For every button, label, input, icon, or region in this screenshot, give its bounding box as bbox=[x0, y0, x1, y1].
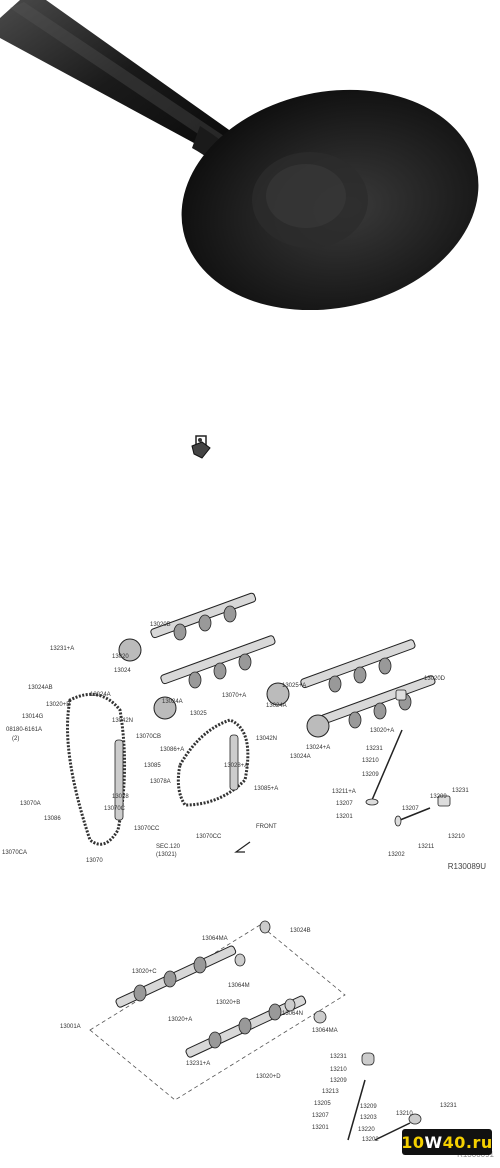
diagram2-label: 13209 bbox=[360, 1104, 377, 1110]
diagram2-label: 13020+C bbox=[132, 969, 157, 975]
diagram2-label: 13207 bbox=[312, 1113, 329, 1119]
diagram1-label: 13028+A bbox=[224, 763, 248, 769]
diagram2-label: 13020+D bbox=[256, 1074, 281, 1080]
diagram1-label: 13014G bbox=[22, 714, 44, 720]
diagram1-label: 13070 bbox=[86, 858, 103, 864]
logo-part-4: .ru bbox=[465, 1132, 493, 1152]
diagram2-label: 13231 bbox=[440, 1103, 457, 1109]
diagram2-labels: 13064MA 13024B 13020+C 13064M 13020+B 13001A 1… bbox=[60, 928, 457, 1143]
diagram1-label: 13078A bbox=[150, 779, 171, 785]
diagram1-label: (13021) bbox=[156, 852, 177, 858]
diagram2-label: 13020+A bbox=[168, 1017, 192, 1023]
diagram2-label: 13020+B bbox=[216, 1000, 240, 1006]
logo-part-2: W bbox=[424, 1132, 443, 1152]
diagram2-label: 13064N bbox=[282, 1011, 303, 1017]
diagram2-label: 13202 bbox=[362, 1137, 379, 1143]
diagram1-label: (2) bbox=[12, 736, 19, 742]
diagram1-label: 13231 bbox=[452, 788, 469, 794]
diagram2-label: 13001A bbox=[60, 1024, 81, 1030]
diagram2-label: 13209 bbox=[330, 1078, 347, 1084]
valve-photo bbox=[0, 0, 500, 311]
diagram1-label: 13070A bbox=[20, 801, 41, 807]
diagram1-label: 13070CC bbox=[196, 834, 222, 840]
diagram1-label: 13210 bbox=[448, 834, 465, 840]
diagram1-label: 08180-6161A bbox=[6, 727, 42, 733]
diagram1-label: 13042N bbox=[256, 736, 277, 742]
diagram1-label: 13070+A bbox=[222, 693, 246, 699]
camshaft-diagram: 13064MA 13024B 13020+C 13064M 13020+B 13001A 1… bbox=[0, 905, 500, 1163]
diagram1-label: SEC.120 bbox=[156, 844, 181, 850]
broken-image-icon bbox=[191, 435, 211, 459]
diagram2-label: 13210 bbox=[396, 1111, 413, 1117]
diagram1-label: 13020B bbox=[150, 622, 171, 628]
logo-part-1: 10 bbox=[401, 1132, 425, 1152]
diagram1-labels: 13020B 13020 13024 13231+A 13024AB 13024A 1301… bbox=[2, 622, 469, 864]
diagram2-label: 13210 bbox=[330, 1067, 347, 1073]
diagram1-label: 13025+A bbox=[282, 683, 306, 689]
timing-chain-diagram: 13020B 13020 13024 13231+A 13024AB 13024A 1301… bbox=[0, 590, 500, 890]
diagram1-label: 13086+A bbox=[160, 747, 184, 753]
diagram2-label: 13205 bbox=[314, 1101, 331, 1107]
diagram1-label: 13024A bbox=[290, 754, 311, 760]
diagram2-label: 13064MA bbox=[202, 936, 228, 942]
diagram2-label: 13064M bbox=[228, 983, 250, 989]
diagram1-label: 13070CC bbox=[134, 826, 160, 832]
diagram1-label: 13024+A bbox=[306, 745, 330, 751]
diagram1-label: 13024A bbox=[266, 703, 287, 709]
diagram1-label: 13211 bbox=[418, 844, 435, 850]
diagram2-label: 13064MA bbox=[312, 1028, 338, 1034]
diagram2-label: 13220 bbox=[358, 1127, 375, 1133]
diagram1-label: 13042N bbox=[112, 718, 133, 724]
diagram2-label: 13201 bbox=[312, 1125, 329, 1131]
diagram1-label: 13202 bbox=[388, 852, 405, 858]
diagram1-label: 13201 bbox=[336, 814, 353, 820]
diagram1-label: 13024AB bbox=[28, 685, 53, 691]
diagram1-label: 13207 bbox=[336, 801, 353, 807]
diagram1-label: 13070CB bbox=[136, 734, 161, 740]
diagram1-label: 13085+A bbox=[254, 786, 278, 792]
diagram2-label: 13231 bbox=[330, 1054, 347, 1060]
diagram2-label: 13213 bbox=[322, 1089, 339, 1095]
diagram1-label: 13210 bbox=[362, 758, 379, 764]
diagram1-label: 13207 bbox=[402, 806, 419, 812]
broken-image-icon-area bbox=[0, 420, 500, 480]
diagram1-label: 13020+A bbox=[370, 728, 394, 734]
diagram1-label: 13211+A bbox=[332, 789, 356, 795]
diagram2-label: 13203 bbox=[360, 1115, 377, 1121]
diagram1-label: 13020D bbox=[424, 676, 446, 682]
diagram1-label: FRONT bbox=[256, 824, 277, 830]
diagram1-label: 13025 bbox=[190, 711, 207, 717]
diagram1-label: 13231+A bbox=[50, 646, 74, 652]
diagram1-label: 13024 bbox=[114, 668, 131, 674]
diagram1-label: 13209 bbox=[362, 772, 379, 778]
diagram1-label: 13070C bbox=[104, 806, 126, 812]
diagram1-label: 13024A bbox=[90, 692, 111, 698]
diagram1-label: 13020+B bbox=[46, 702, 70, 708]
diagram1-label: 13020 bbox=[112, 654, 129, 660]
diagram1-reference: R130089U bbox=[447, 862, 486, 871]
diagram1-label: 13209 bbox=[430, 794, 447, 800]
diagram1-label: 13024A bbox=[162, 699, 183, 705]
diagram1-label: 13231 bbox=[366, 746, 383, 752]
diagram1-label: 13085 bbox=[144, 763, 161, 769]
diagram2-label: 13024B bbox=[290, 928, 311, 934]
diagram1-label: 13086 bbox=[44, 816, 61, 822]
diagram1-label: 13028 bbox=[112, 794, 129, 800]
logo-part-3: 40 bbox=[442, 1132, 466, 1152]
diagram2-label: 13231+A bbox=[186, 1061, 210, 1067]
diagram1-label: 13070CA bbox=[2, 850, 27, 856]
